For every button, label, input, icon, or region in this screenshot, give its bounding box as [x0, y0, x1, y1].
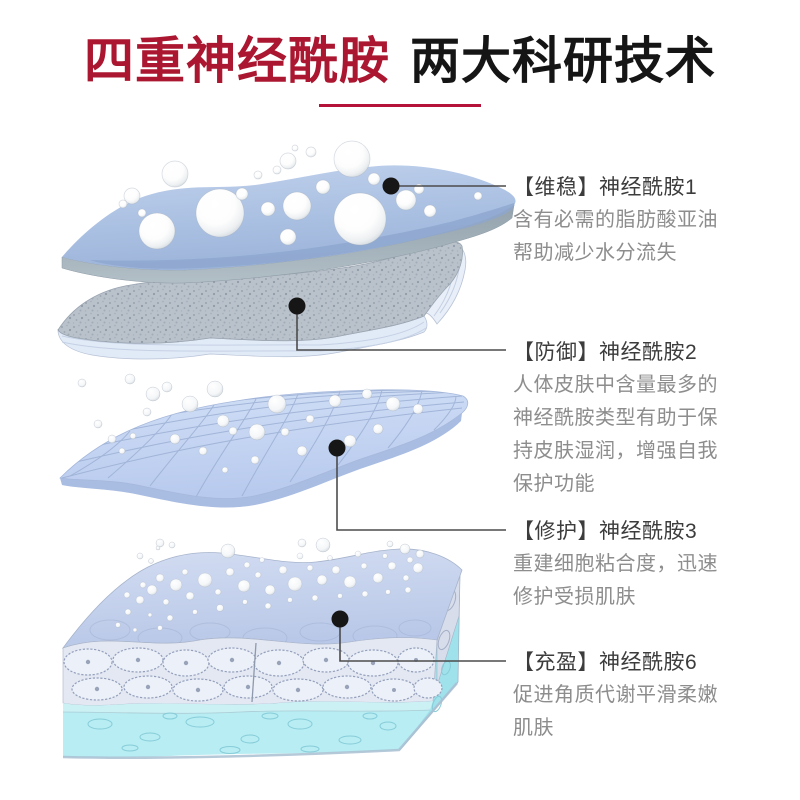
film-bubbles	[118, 140, 483, 250]
callout-connectors	[296, 185, 506, 662]
callout-weiwen: 【维稳】神经酰胺1 含有必需的脂肪酸亚油 帮助减少水分流失	[513, 171, 773, 270]
skin-cell-block-layer	[61, 537, 463, 759]
mesh-sheet-layer	[59, 373, 469, 508]
connector-line-2	[296, 306, 506, 351]
connector-line-3	[336, 448, 506, 531]
top-face-bubbles	[115, 550, 424, 633]
mesh-layer-bubbles	[77, 373, 424, 474]
block-cyan-base	[63, 710, 430, 758]
callout-heading: 【维稳】神经酰胺1	[513, 176, 698, 199]
callout-heading: 【防御】神经酰胺2	[513, 341, 698, 364]
marker-dot-4	[331, 610, 349, 628]
marker-dot-1	[382, 177, 400, 195]
barrier-edge-stripes	[61, 321, 427, 352]
cyan-pebbles	[87, 660, 451, 754]
film-front-edge	[61, 204, 515, 284]
cyan-divider-line	[62, 709, 431, 714]
page-title: 四重神经酰胺两大科研技术	[0, 28, 800, 94]
callout-body: 促进角质代谢平滑柔嫩 肌肤	[513, 684, 718, 739]
title-highlight: 四重神经酰胺	[84, 33, 390, 89]
marker-dot-2	[288, 297, 306, 315]
callout-xiuhu: 【修护】神经酰胺3 重建细胞粘合度，迅速 修护受损肌肤	[513, 515, 773, 614]
floating-bubbles-above-block	[136, 537, 425, 564]
surface-film-layer	[61, 140, 516, 284]
callout-chongying: 【充盈】神经酰胺6 促进角质代谢平滑柔嫩 肌肤	[513, 646, 773, 745]
connector-line-4	[339, 619, 506, 662]
page-header: 四重神经酰胺两大科研技术	[0, 28, 800, 107]
title-underline	[319, 104, 481, 107]
marker-dot-3	[328, 439, 346, 457]
callout-fangyu: 【防御】神经酰胺2 人体皮肤中含量最多的 神经酰胺类型有助于保 持皮肤湿润，增强…	[513, 336, 773, 501]
callout-heading: 【充盈】神经酰胺6	[513, 651, 698, 674]
mesh-sheet-edge	[60, 413, 462, 508]
callout-body: 含有必需的脂肪酸亚油 帮助减少水分流失	[513, 209, 718, 264]
callout-markers	[288, 177, 400, 628]
title-rest: 两大科研技术	[410, 33, 716, 89]
barrier-layer	[57, 241, 467, 360]
cell-band-crack	[251, 642, 257, 703]
film-inner-band	[90, 203, 515, 269]
block-bottom-shadow	[62, 682, 458, 759]
callout-heading: 【修护】神经酰胺3	[513, 520, 698, 543]
callout-body: 重建细胞粘合度，迅速 修护受损肌肤	[513, 553, 718, 608]
block-cyan-strip-light	[63, 701, 433, 714]
callout-body: 人体皮肤中含量最多的 神经酰胺类型有助于保 持皮肤湿润，增强自我 保护功能	[513, 374, 718, 495]
